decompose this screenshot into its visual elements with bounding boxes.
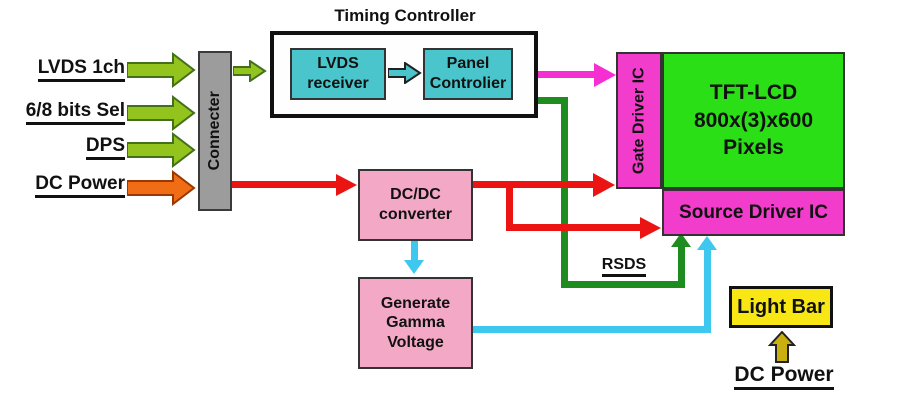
- input-label-6-8-bits-sel-text: 6/8 bits Sel: [25, 100, 125, 125]
- lvds-receiver-line1: LVDS: [317, 55, 359, 73]
- gamma-line3: Voltage: [387, 333, 444, 351]
- tft-lcd-line1: TFT-LCD: [709, 80, 798, 104]
- gamma-generator-block: Generate Gamma Voltage: [358, 277, 473, 369]
- gate-signal-line: [538, 71, 596, 78]
- power-arrowhead-source-icon: [640, 217, 661, 239]
- tft-lcd-block: TFT-LCD 800x(3)x600 Pixels: [662, 52, 845, 189]
- rsds-label: RSDS: [596, 256, 652, 277]
- dcdc-converter-block: DC/DC converter: [358, 169, 473, 241]
- panel-controller-block: Panel Controlier: [423, 48, 513, 100]
- bits-sel-input-arrow-icon: [127, 95, 196, 131]
- dc-power-bottom-label: DC Power: [721, 363, 847, 390]
- lvds-receiver-line2: receiver: [307, 75, 369, 92]
- dc-power-bottom-text: DC Power: [734, 363, 834, 390]
- receiver-to-panel-arrow-icon: [388, 62, 422, 84]
- input-label-dps: DPS: [0, 135, 125, 160]
- dc-power-to-lightbar-arrow-icon: [768, 331, 796, 363]
- input-label-dc-power-text: DC Power: [35, 173, 125, 198]
- rsds-label-text: RSDS: [601, 256, 647, 277]
- gamma-arrowhead-down-icon: [404, 260, 424, 274]
- rsds-line-seg1: [538, 97, 568, 104]
- gate-signal-arrowhead-icon: [594, 63, 616, 87]
- timing-controller-title: Timing Controller: [334, 6, 476, 25]
- lvds-input-arrow-icon: [127, 52, 196, 88]
- lvds-receiver-block: LVDS receiver: [290, 48, 386, 100]
- rsds-line-seg2: [561, 97, 568, 288]
- power-arrowhead-gate-icon: [593, 173, 615, 197]
- input-label-lvds-1ch: LVDS 1ch: [0, 57, 125, 82]
- rsds-line-seg3: [561, 281, 685, 288]
- panel-controller-line2: Controlier: [429, 75, 507, 92]
- tft-lcd-line2: 800x(3)x600: [693, 108, 814, 132]
- source-driver-label: Source Driver IC: [679, 201, 828, 223]
- gamma-line-horizontal: [473, 326, 711, 333]
- connector-label: Connecter: [206, 91, 224, 171]
- dps-input-arrow-icon: [127, 132, 196, 168]
- dcdc-line2: converter: [379, 206, 452, 223]
- gate-driver-block: Gate Driver IC: [616, 52, 662, 189]
- light-bar-block: Light Bar: [729, 286, 833, 328]
- dcdc-line1: DC/DC: [390, 186, 441, 204]
- power-arrowhead-dcdc-icon: [336, 174, 357, 196]
- gamma-arrowhead-up-icon: [697, 236, 717, 250]
- dc-power-input-arrow-icon: [127, 170, 196, 206]
- gamma-line2: Gamma: [386, 314, 445, 332]
- power-line-connector-to-dcdc: [232, 181, 338, 188]
- input-label-6-8-bits-sel: 6/8 bits Sel: [0, 100, 125, 125]
- light-bar-label: Light Bar: [737, 295, 825, 318]
- gamma-line-up: [704, 248, 711, 333]
- rsds-arrowhead-icon: [671, 233, 691, 247]
- gamma-line1: Generate: [380, 294, 451, 312]
- input-label-dc-power: DC Power: [0, 173, 125, 198]
- gate-driver-label: Gate Driver IC: [630, 67, 648, 174]
- connector-to-timing-arrow-icon: [233, 60, 267, 82]
- power-line-dcdc-to-gate: [473, 181, 594, 188]
- power-line-branch-horizontal: [506, 224, 641, 231]
- power-line-branch-vertical: [506, 181, 513, 228]
- tft-lcd-line3: Pixels: [723, 136, 784, 160]
- gamma-line-down: [411, 241, 418, 262]
- connector-block: Connecter: [198, 51, 232, 211]
- source-driver-block: Source Driver IC: [662, 189, 845, 236]
- rsds-line-seg4: [678, 246, 685, 288]
- panel-controller-line1: Panel: [446, 55, 490, 73]
- input-label-lvds-1ch-text: LVDS 1ch: [37, 57, 125, 82]
- input-label-dps-text: DPS: [85, 135, 125, 160]
